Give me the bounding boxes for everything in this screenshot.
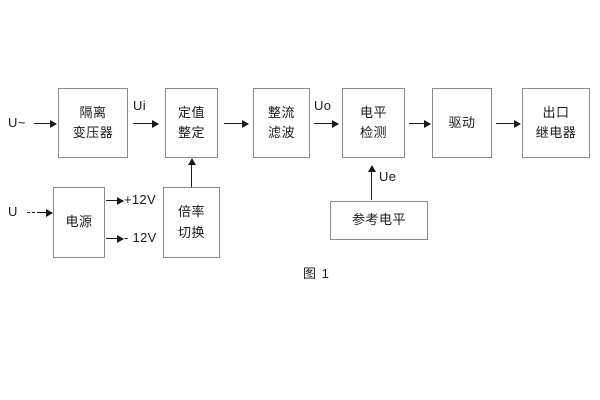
block-reference-level-line1: 参考电平 [351,212,406,228]
signal-label-ui: Ui [133,98,146,113]
input-label-u-dc: U [8,204,18,219]
block-drive: 驱动 [432,88,492,158]
block-setting-value: 定值 整定 [165,88,218,158]
block-isolation-transformer-line1: 隔离 [79,104,107,120]
block-output-relay: 出口 继电器 [522,88,590,158]
arrow-setting-value-to-rectify-filter [224,119,249,128]
figure-caption: 图 1 [303,266,330,281]
rail-label-positive: +12V [124,192,156,207]
block-power-supply: 电源 [53,187,105,258]
arrow-rectify-filter-to-level-detection [314,119,339,128]
block-multiplier-switch-line1: 倍率 [177,204,205,220]
arrow-reference-level-to-level-detection [367,165,376,200]
signal-label-ue: Ue [379,169,397,184]
block-multiplier-switch-line2: 切换 [177,224,205,240]
block-power-supply-line1: 电源 [65,214,93,230]
block-drive-line1: 驱动 [448,114,476,130]
block-rectify-filter-line1: 整流 [267,104,295,120]
block-rectify-filter-line2: 滤波 [267,125,295,140]
arrow-isolation-transformer-to-setting-value [133,119,159,128]
block-level-detection-line2: 检测 [359,125,387,140]
signal-label-uo: Uo [314,98,332,113]
arrow-multiplier-switch-to-setting-value [187,158,196,187]
block-setting-value-line2: 整定 [177,125,205,140]
arrow-drive-to-output-relay [496,119,521,128]
block-level-detection-line1: 电平 [359,104,387,120]
block-multiplier-switch: 倍率 切换 [163,187,220,258]
arrow-rail-negative [106,234,124,243]
block-setting-value-line1: 定值 [177,104,205,120]
block-output-relay-line1: 出口 [542,104,570,120]
arrow-rail-positive [106,196,124,205]
dashed-line-power-input [27,212,40,213]
block-isolation-transformer-line2: 变压器 [72,125,114,140]
input-label-u-ac: U~ [8,115,26,130]
block-level-detection: 电平 检测 [342,88,405,158]
arrow-level-detection-to-drive [409,119,431,128]
rail-label-negative: - 12V [124,230,157,245]
arrow-input-to-power-supply [40,208,53,217]
arrow-input-to-isolation-transformer [34,119,57,128]
block-reference-level: 参考电平 [330,201,428,240]
block-isolation-transformer: 隔离 变压器 [58,88,128,158]
block-rectify-filter: 整流 滤波 [253,88,310,158]
block-output-relay-line2: 继电器 [535,125,577,140]
